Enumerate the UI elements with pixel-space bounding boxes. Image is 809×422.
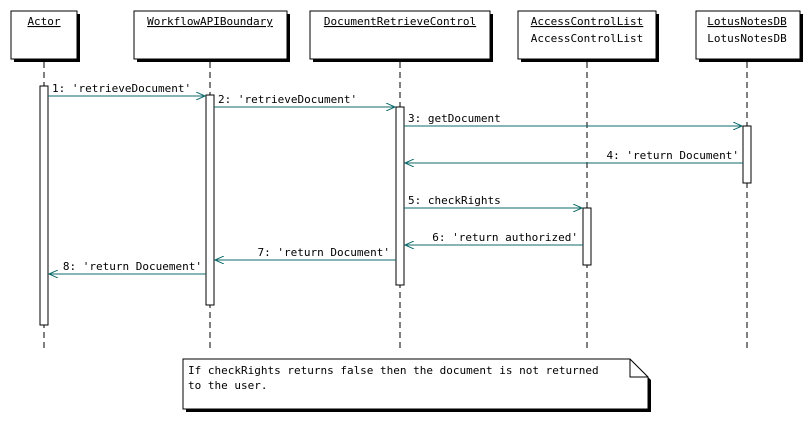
activation-acl — [582, 207, 592, 266]
participant-lotus-title: LotusNotesDB — [707, 15, 787, 28]
message-2-label: 2: 'retrieveDocument' — [218, 93, 357, 106]
message-8-label: 8: 'return Docuement' — [63, 260, 202, 273]
message-7-label: 7: 'return Document' — [258, 246, 390, 259]
message-4[interactable]: 4: 'return Document' — [405, 149, 743, 163]
message-3-label: 3: getDocument — [408, 112, 501, 125]
participant-actor[interactable]: Actor — [10, 10, 80, 62]
participant-document-retrieve-control[interactable]: DocumentRetrieveControl — [309, 10, 493, 62]
activation-actor — [39, 85, 49, 326]
message-8[interactable]: 8: 'return Docuement' — [49, 260, 206, 274]
message-4-label: 4: 'return Document' — [607, 149, 739, 162]
message-1-label: 1: 'retrieveDocument' — [52, 82, 191, 95]
message-6[interactable]: 6: 'return authorized' — [405, 231, 583, 245]
message-3[interactable]: 3: getDocument — [404, 112, 742, 126]
note[interactable]: If checkRights returns false then the do… — [182, 358, 651, 412]
message-1[interactable]: 1: 'retrieveDocument' — [48, 82, 205, 96]
message-7[interactable]: 7: 'return Document' — [215, 246, 396, 260]
participant-access-control-list[interactable]: AccessControlList AccessControlList — [517, 10, 659, 62]
participant-workflow-api-boundary[interactable]: WorkflowAPIBoundary — [133, 10, 290, 62]
note-line-1: If checkRights returns false then the do… — [188, 364, 599, 377]
participant-control-title: DocumentRetrieveControl — [324, 15, 476, 28]
activation-lotus — [742, 125, 752, 184]
message-6-label: 6: 'return authorized' — [432, 231, 578, 244]
message-5-label: 5: checkRights — [408, 194, 501, 207]
activation-boundary — [205, 94, 215, 306]
participant-lotus-notes-db[interactable]: LotusNotesDB LotusNotesDB — [695, 10, 803, 62]
participant-boundary-title: WorkflowAPIBoundary — [147, 15, 273, 28]
participant-acl-title: AccessControlList — [531, 15, 644, 28]
message-2[interactable]: 2: 'retrieveDocument' — [214, 93, 395, 107]
activation-control — [395, 106, 405, 286]
message-5[interactable]: 5: checkRights — [404, 194, 582, 208]
participant-acl-subtitle: AccessControlList — [531, 32, 644, 45]
participant-lotus-subtitle: LotusNotesDB — [707, 32, 787, 45]
note-line-2: to the user. — [188, 379, 267, 392]
participant-actor-title: Actor — [27, 15, 60, 28]
